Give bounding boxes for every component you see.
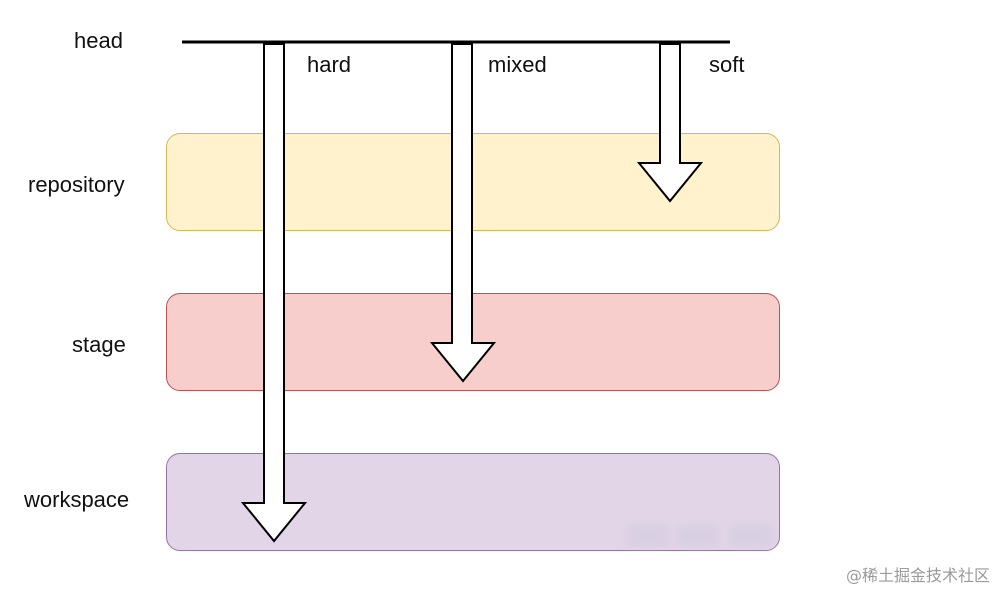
soft-label: soft <box>709 52 745 77</box>
mixed-arrow <box>429 43 497 383</box>
blurred-artifact <box>678 526 718 546</box>
repository-label: repository <box>28 172 125 197</box>
hard-label: hard <box>307 52 352 77</box>
workspace-label: workspace <box>24 487 130 512</box>
stage-label: stage <box>72 332 126 357</box>
blurred-artifact <box>628 526 668 546</box>
mixed-label: mixed <box>488 52 547 77</box>
head-label: head <box>74 28 123 53</box>
soft-arrow <box>636 43 704 203</box>
hard-arrow <box>240 43 308 543</box>
blurred-artifact <box>730 526 772 546</box>
watermark: @稀土掘金技术社区 <box>845 566 990 585</box>
